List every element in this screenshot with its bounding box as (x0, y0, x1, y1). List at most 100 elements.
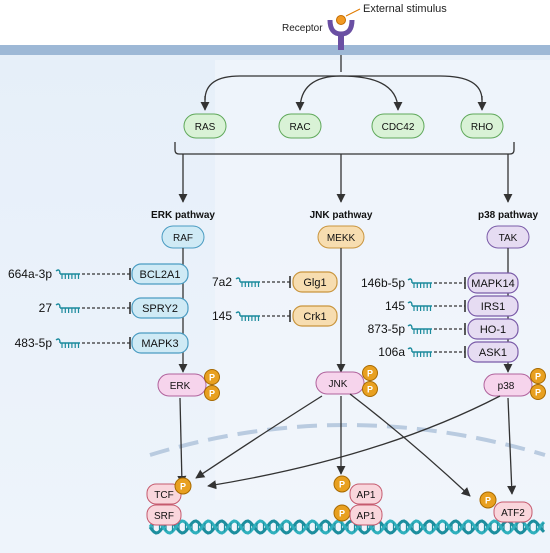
nuclear-envelope (149, 423, 546, 457)
tcf-factor: TCF P (146, 477, 192, 505)
mirna-icon (55, 338, 80, 348)
target-gene-box (292, 305, 338, 327)
mirna-target-layer: 664a-3p BCL2A1 27 SPRY2 483-5p MAPK3 7a2 Glg1 14… (8, 263, 519, 363)
target-gene-box (131, 263, 189, 285)
phospho-label: P (367, 369, 373, 379)
mirna-icon (55, 303, 80, 313)
mirna-id-label: 873-5p (368, 322, 406, 336)
arrow-to-cdc42 (340, 75, 403, 111)
phospho-label: P (485, 496, 491, 506)
target-gene-box (292, 271, 338, 293)
mekk-label: MEKK (327, 233, 356, 244)
jnk-phospho: P P (362, 365, 378, 397)
p38-to-tcf-arrow (207, 395, 501, 490)
tak-label: TAK (499, 233, 518, 244)
mirna-id-label: 146b-5p (361, 276, 405, 290)
jnk-pathway-title: JNK pathway (310, 210, 373, 221)
tcf-label: TCF (154, 490, 173, 501)
mirna-target-row-p38: 146b-5p MAPK14 (361, 272, 519, 294)
cell-membrane (0, 45, 550, 55)
gtpase-bracket (174, 142, 515, 155)
receptor-label: Receptor (282, 23, 323, 34)
phospho-label: P (339, 509, 345, 519)
target-gene-label: BCL2A1 (140, 269, 181, 281)
mirna-target-row-erk: 27 SPRY2 (39, 297, 189, 319)
phospho-label: P (535, 388, 541, 398)
phospho-label: P (367, 385, 373, 395)
ras-label: RAS (195, 122, 216, 133)
raf-label: RAF (173, 233, 193, 244)
srf-factor: SRF (146, 504, 182, 526)
erk-phospho: P P (204, 369, 220, 401)
erk-to-tcf-arrow (177, 397, 187, 485)
target-gene-label: Glg1 (303, 277, 326, 289)
mirna-id-label: 145 (212, 309, 232, 323)
dna-helix-icon (148, 519, 546, 535)
jnk-to-tcf-arrow (195, 395, 323, 479)
jnk-node: JNK (315, 371, 365, 395)
ap1-bottom-label: AP1 (357, 511, 376, 522)
mirna-icon (235, 311, 260, 321)
mirna-icon (407, 301, 432, 311)
p38-node: p38 (483, 373, 533, 397)
ap1-top-factor: P AP1 (333, 475, 383, 505)
phospho-label: P (535, 372, 541, 382)
mirna-target-row-jnk: 7a2 Glg1 (212, 271, 338, 293)
tak-kinase: TAK (486, 225, 530, 249)
gtpase-rho: RHO (460, 113, 504, 139)
target-gene-box (467, 341, 519, 363)
stimulus-pointer (345, 8, 361, 17)
mirna-icon (407, 347, 432, 357)
p38-pathway-title: p38 pathway (478, 210, 538, 221)
gtpase-rac: RAC (278, 113, 322, 139)
gtpase-ras: RAS (183, 113, 227, 139)
ap1-bottom-factor: P AP1 (333, 504, 383, 526)
target-gene-label: SPRY2 (142, 303, 178, 315)
receptor-icon (327, 19, 355, 50)
mirna-icon (55, 269, 80, 279)
erk-label: ERK (170, 381, 191, 392)
jnk-label: JNK (329, 379, 348, 390)
target-gene-box (467, 272, 519, 294)
mirna-id-label: 483-5p (15, 336, 53, 350)
phospho-label: P (209, 389, 215, 399)
raf-kinase: RAF (161, 225, 205, 249)
target-gene-label: Crk1 (303, 311, 326, 323)
mirna-id-label: 664a-3p (8, 267, 52, 281)
ap1-top-label: AP1 (357, 490, 376, 501)
target-gene-box (467, 318, 519, 340)
mirna-id-label: 27 (39, 301, 53, 315)
mirna-id-label: 7a2 (212, 275, 232, 289)
phospho-label: P (209, 373, 215, 383)
target-gene-box (131, 332, 189, 354)
target-gene-label: MAPK3 (141, 338, 178, 350)
target-gene-label: MAPK14 (471, 278, 514, 290)
srf-label: SRF (154, 511, 174, 522)
mirna-target-row-erk: 664a-3p BCL2A1 (8, 263, 189, 285)
rac-label: RAC (289, 122, 310, 133)
mirna-id-label: 145 (385, 299, 405, 313)
phospho-label: P (180, 482, 186, 492)
arrow-to-rac (295, 75, 342, 111)
p38-phospho: P P (530, 368, 546, 400)
atf2-label: ATF2 (501, 508, 525, 519)
atf2-factor: P ATF2 (479, 491, 533, 523)
target-gene-box (467, 295, 519, 317)
erk-node: ERK (157, 373, 207, 397)
mirna-icon (407, 278, 432, 288)
cdc42-label: CDC42 (382, 122, 415, 133)
mirna-id-label: 106a (378, 345, 405, 359)
gtpase-cdc42: CDC42 (371, 113, 425, 139)
mirna-target-row-erk: 483-5p MAPK3 (15, 332, 189, 354)
rho-label: RHO (471, 122, 493, 133)
stimulus-molecule-icon (336, 15, 346, 25)
jnk-to-atf2-arrow (349, 393, 471, 497)
mirna-icon (407, 324, 432, 334)
erk-pathway-title: ERK pathway (151, 210, 215, 221)
mirna-icon (235, 277, 260, 287)
p38-label: p38 (498, 381, 515, 392)
